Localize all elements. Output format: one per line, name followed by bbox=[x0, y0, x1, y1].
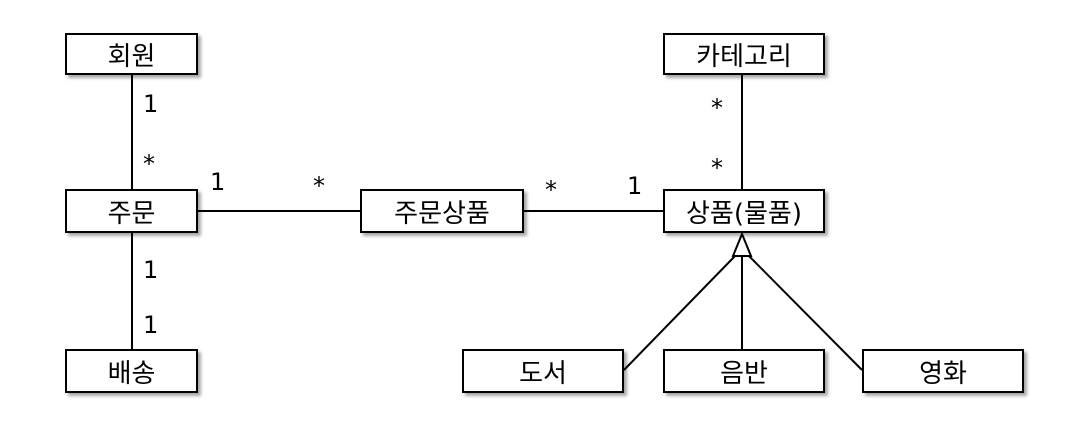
class-order-item-label: 주문상품 bbox=[394, 198, 490, 229]
multiplicity-order-side-of-delivery: 1 bbox=[143, 256, 159, 284]
class-member: 회원 bbox=[65, 33, 198, 75]
class-delivery: 배송 bbox=[65, 349, 198, 393]
multiplicity-orderitem-side-of-item: * bbox=[545, 176, 557, 204]
multiplicity-item-side-of-orderitem: 1 bbox=[627, 172, 643, 200]
class-category-label: 카테고리 bbox=[696, 41, 792, 72]
class-album: 음반 bbox=[663, 349, 825, 393]
class-book: 도서 bbox=[462, 349, 624, 393]
class-order-item: 주문상품 bbox=[360, 189, 524, 233]
generalization-arrowhead bbox=[731, 231, 753, 257]
multiplicity-member-side: 1 bbox=[143, 90, 159, 118]
inheritance-movie-item bbox=[747, 254, 863, 371]
class-item: 상품(물품) bbox=[663, 189, 825, 233]
class-movie-label: 영화 bbox=[919, 358, 967, 389]
class-item-label: 상품(물품) bbox=[686, 198, 802, 229]
class-book-label: 도서 bbox=[519, 358, 567, 389]
multiplicity-order-side-of-member: * bbox=[143, 150, 155, 178]
class-delivery-label: 배송 bbox=[107, 358, 156, 389]
class-category: 카테고리 bbox=[663, 33, 825, 75]
class-order: 주문 bbox=[65, 189, 198, 233]
class-order-label: 주문 bbox=[107, 198, 156, 229]
class-album-label: 음반 bbox=[720, 358, 768, 389]
multiplicity-category-side: * bbox=[711, 94, 723, 122]
multiplicity-delivery-side: 1 bbox=[143, 311, 159, 339]
multiplicity-orderitem-side-of-order: * bbox=[313, 172, 325, 200]
class-movie: 영화 bbox=[862, 349, 1024, 393]
inheritance-book-item bbox=[623, 254, 737, 371]
class-member-label: 회원 bbox=[107, 41, 156, 72]
multiplicity-order-side-of-orderitem: 1 bbox=[210, 168, 226, 196]
multiplicity-item-side-of-category: * bbox=[711, 154, 723, 182]
